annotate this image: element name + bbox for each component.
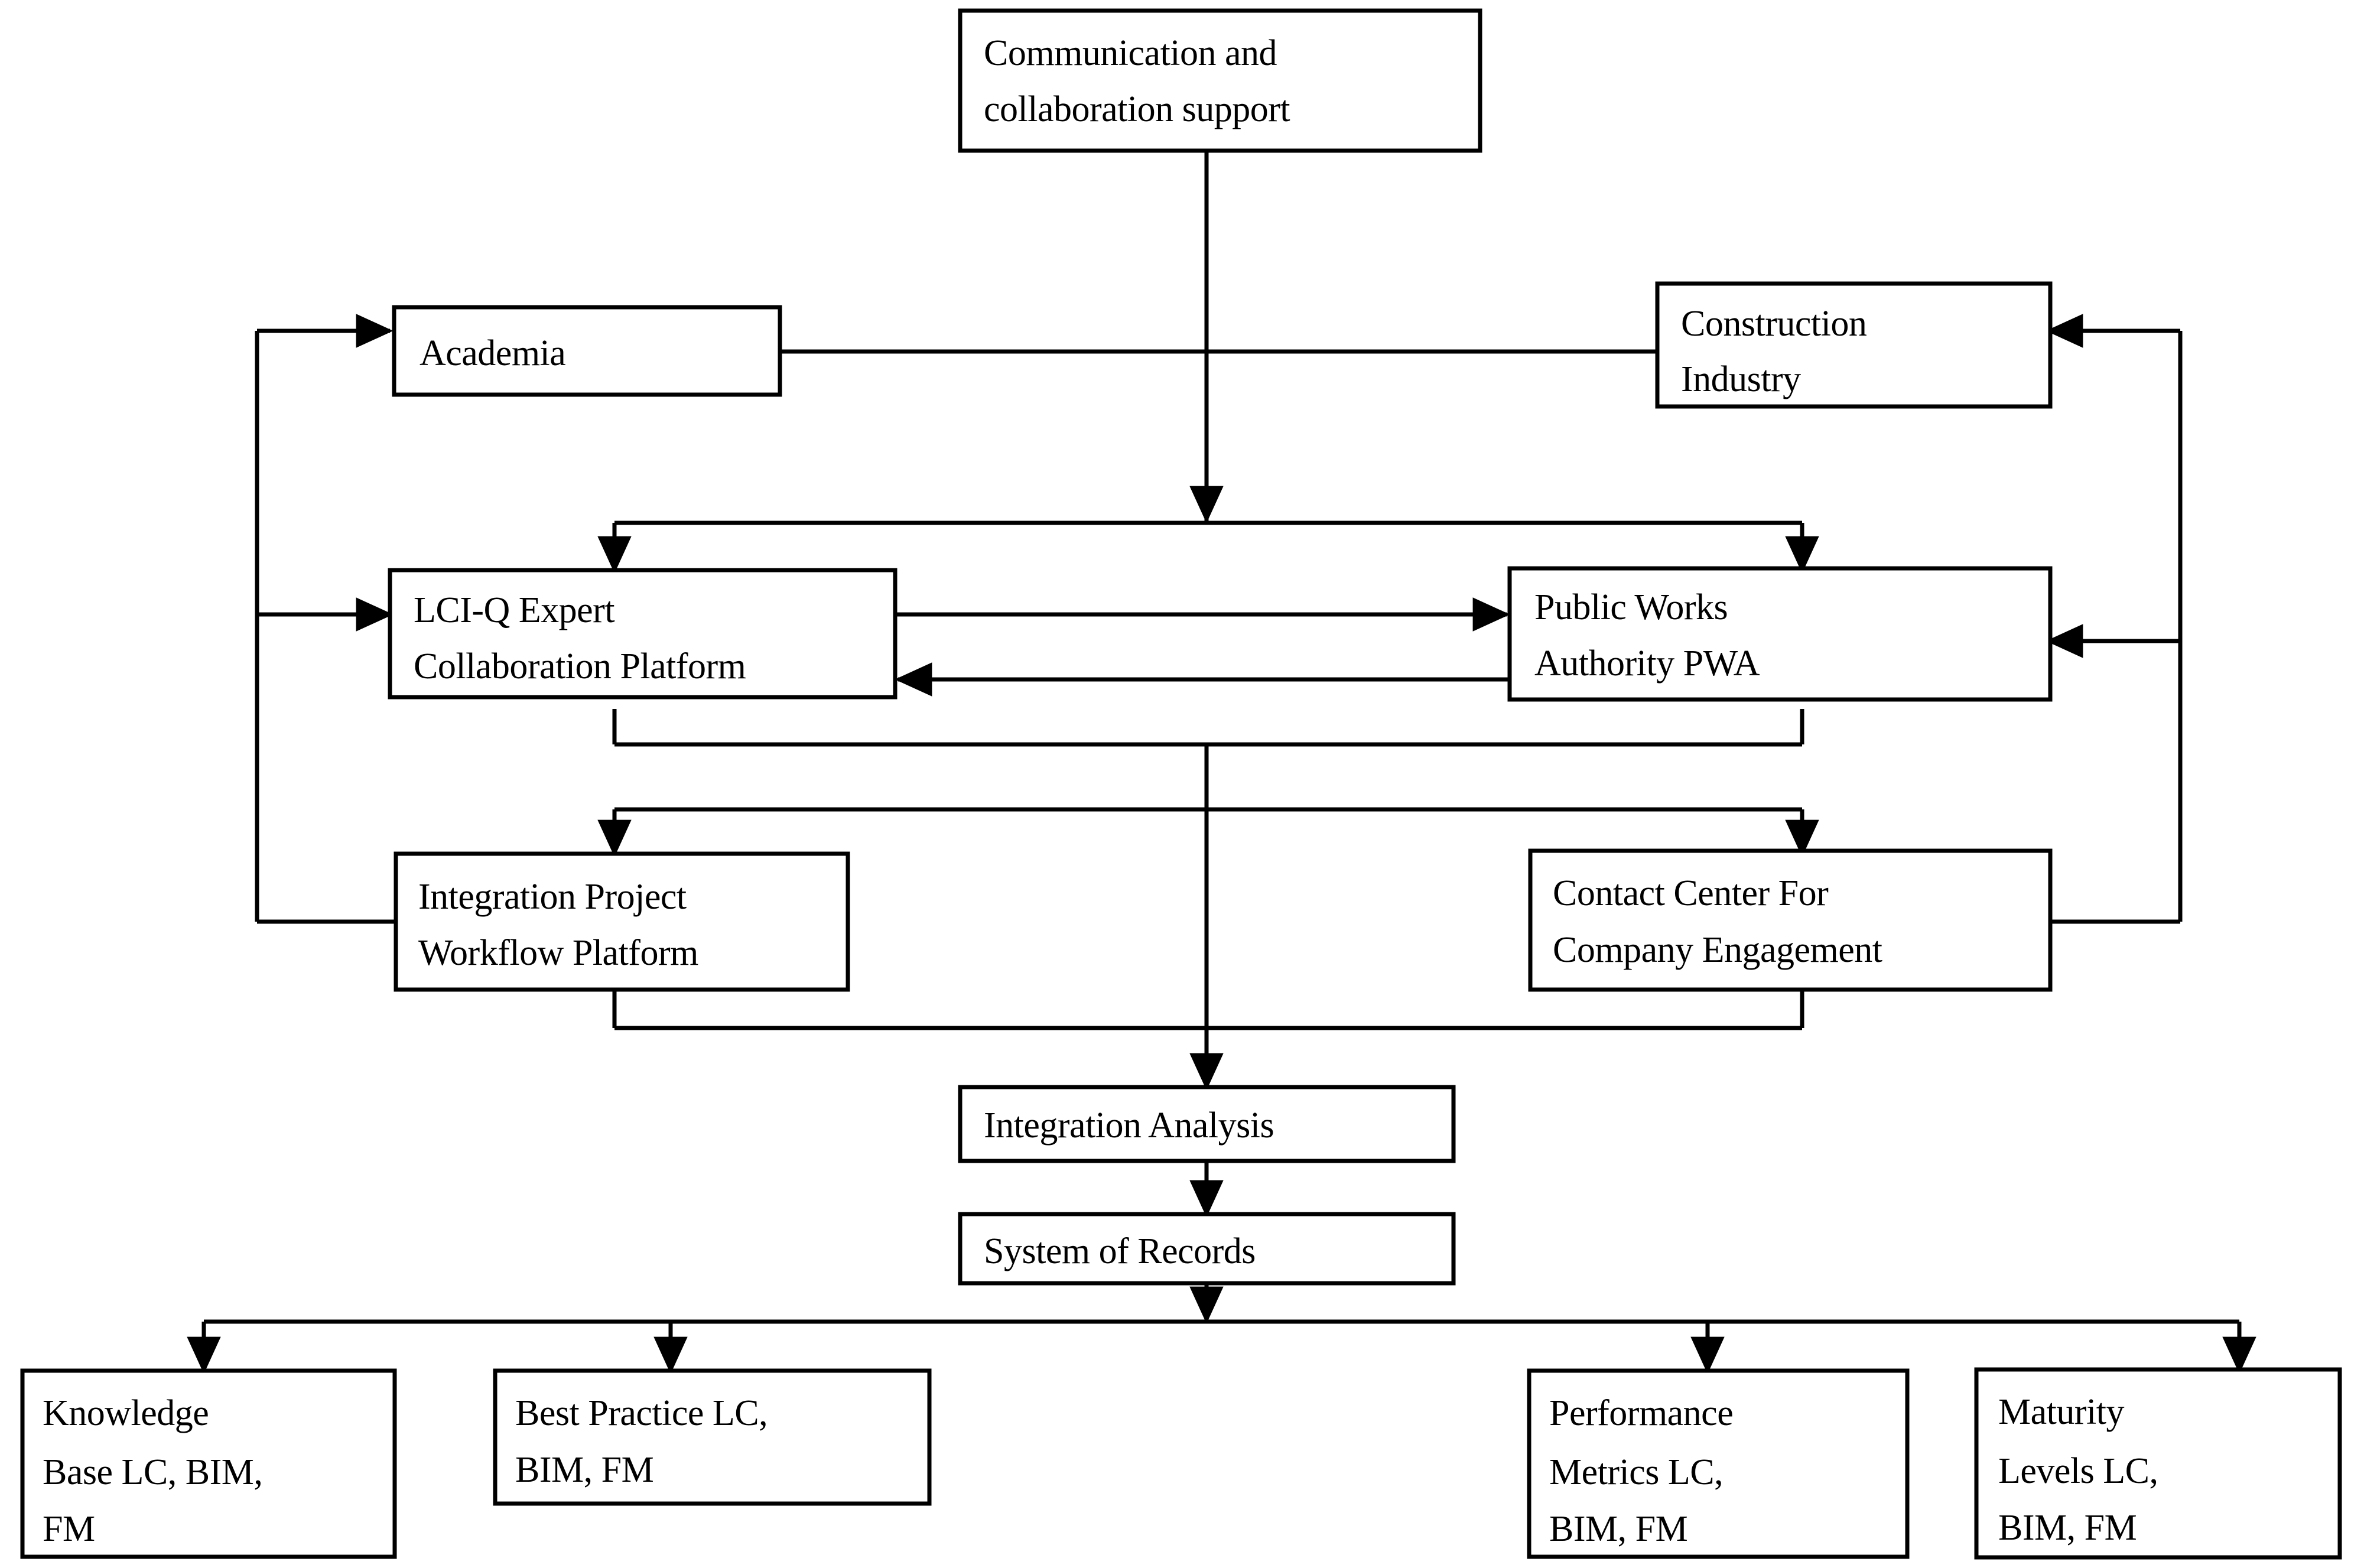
node-contact-center-line-1: Contact Center For bbox=[1553, 873, 1829, 913]
node-public-works-authority[interactable]: Public Works Authority PWA bbox=[1507, 566, 2053, 702]
node-academia[interactable]: Academia bbox=[392, 305, 782, 397]
node-maturity-levels-line-2: Levels LC, bbox=[1998, 1451, 2158, 1491]
node-performance-metrics-line-2: Metrics LC, bbox=[1549, 1452, 1723, 1492]
node-best-practice-line-1: Best Practice LC, bbox=[515, 1393, 768, 1433]
edge-row2-to-row3 bbox=[597, 807, 1819, 857]
node-integration-analysis[interactable]: Integration Analysis bbox=[958, 1085, 1456, 1163]
node-performance-metrics-line-1: Performance bbox=[1549, 1393, 1733, 1433]
node-pwa-line-2: Authority PWA bbox=[1534, 643, 1760, 684]
node-maturity-levels[interactable]: Maturity Levels LC, BIM, FM bbox=[1974, 1367, 2342, 1560]
node-contact-center[interactable]: Contact Center For Company Engagement bbox=[1528, 848, 2053, 992]
node-best-practice-line-2: BIM, FM bbox=[515, 1450, 653, 1490]
node-maturity-levels-line-3: BIM, FM bbox=[1998, 1508, 2137, 1548]
node-lciq-line-1: LCI-Q Expert bbox=[414, 590, 614, 630]
node-construction-industry-line-2: Industry bbox=[1681, 359, 1801, 399]
node-lciq-line-2: Collaboration Platform bbox=[414, 646, 746, 687]
node-contact-center-line-2: Company Engagement bbox=[1553, 930, 1882, 970]
node-academia-label: Academia bbox=[420, 333, 565, 373]
node-lciq-expert-collaboration-platform[interactable]: LCI-Q Expert Collaboration Platform bbox=[388, 568, 898, 700]
edge-row3-to-analysis bbox=[612, 990, 1804, 1030]
node-construction-industry-line-1: Construction bbox=[1681, 304, 1867, 344]
node-system-of-records[interactable]: System of Records bbox=[958, 1212, 1456, 1286]
node-best-practice[interactable]: Best Practice LC, BIM, FM bbox=[493, 1368, 932, 1506]
node-ipwp-line-2: Workflow Platform bbox=[418, 933, 698, 973]
node-integration-project-workflow-platform[interactable]: Integration Project Workflow Platform bbox=[394, 851, 850, 992]
edge-comm-to-bus bbox=[597, 151, 1819, 574]
node-knowledge-base-line-1: Knowledge bbox=[43, 1393, 209, 1433]
node-knowledge-base-line-3: FM bbox=[43, 1509, 95, 1549]
node-performance-metrics-line-3: BIM, FM bbox=[1549, 1509, 1687, 1549]
node-integration-analysis-label: Integration Analysis bbox=[984, 1105, 1274, 1146]
node-maturity-levels-line-1: Maturity bbox=[1998, 1392, 2124, 1432]
node-performance-metrics[interactable]: Performance Metrics LC, BIM, FM bbox=[1527, 1368, 1910, 1559]
node-construction-industry[interactable]: Construction Industry bbox=[1655, 281, 2053, 409]
node-ipwp-line-1: Integration Project bbox=[418, 877, 687, 917]
node-communication-support-line-1: Communication and bbox=[984, 33, 1277, 73]
edge-records-to-outputs bbox=[187, 1283, 2256, 1374]
node-knowledge-base[interactable]: Knowledge Base LC, BIM, FM bbox=[20, 1368, 397, 1559]
node-communication-support[interactable]: Communication and collaboration support bbox=[958, 8, 1482, 153]
node-knowledge-base-line-2: Base LC, BIM, bbox=[43, 1452, 262, 1492]
node-system-of-records-label: System of Records bbox=[984, 1231, 1256, 1271]
edge-left-feedback bbox=[255, 314, 396, 924]
node-communication-support-line-2: collaboration support bbox=[984, 89, 1290, 129]
node-pwa-line-1: Public Works bbox=[1534, 587, 1728, 627]
